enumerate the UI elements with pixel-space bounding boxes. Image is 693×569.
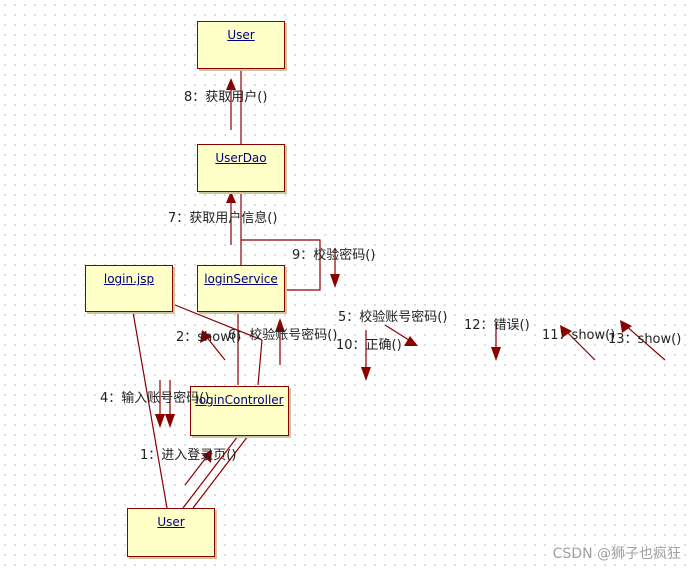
arrow-2-head	[200, 330, 212, 343]
watermark: CSDN @狮子也疯狂	[552, 546, 681, 562]
link-loginjsp-logincontroller	[174, 304, 263, 341]
message-1: 1：进入登录页()	[140, 448, 237, 463]
message-2: 2：show()	[176, 330, 242, 345]
message-6: 6：校验账号密码()	[228, 328, 338, 343]
arrow-13-shaft	[624, 324, 666, 361]
arrow-7-head	[226, 191, 236, 203]
message-13: 13：show()	[608, 332, 682, 347]
arrow-10-head	[361, 367, 371, 381]
arrow-5-shaft	[384, 324, 413, 343]
arrow-1-shaft	[184, 454, 209, 486]
arrow-12-head	[491, 347, 501, 361]
message-4: 4：输入账号密码()	[100, 391, 210, 406]
message-5: 5：校验账号密码()	[338, 310, 448, 325]
link-loginjsp-logincontroller-2	[257, 339, 263, 386]
link-logincontroller-user	[182, 435, 239, 509]
arrow-2-shaft	[204, 334, 226, 361]
message-8: 8：获取用户()	[184, 90, 268, 105]
logincontroller-node[interactable]: loginController	[190, 386, 289, 436]
arrow-8-head	[226, 78, 236, 90]
message-12: 12：错误()	[464, 318, 530, 333]
message-9: 9：校验密码()	[292, 248, 376, 263]
link-loginjsp-user	[132, 311, 168, 509]
arrow-11-head	[560, 325, 572, 338]
arrow-4b-head	[165, 414, 175, 428]
arrow-11-shaft	[564, 329, 596, 361]
user-top-node[interactable]: User	[197, 21, 285, 69]
arrow-5-head	[404, 336, 418, 346]
userdao-node[interactable]: UserDao	[197, 144, 285, 192]
arrow-6-head	[275, 318, 285, 332]
message-10: 10：正确()	[336, 338, 402, 353]
arrow-1-head	[202, 450, 212, 463]
self-loop-loginservice	[241, 239, 321, 291]
message-11: 11：show()	[542, 328, 616, 343]
arrow-13-head	[620, 320, 632, 333]
loginservice-node[interactable]: loginService	[197, 265, 285, 312]
user-bottom-node[interactable]: User	[127, 508, 215, 557]
arrow-4-head	[155, 414, 165, 428]
link-logincontroller-user-2	[192, 435, 249, 509]
message-7: 7：获取用户信息()	[168, 211, 278, 226]
arrow-9-head	[330, 274, 340, 288]
loginjsp-node[interactable]: login.jsp	[85, 265, 173, 312]
